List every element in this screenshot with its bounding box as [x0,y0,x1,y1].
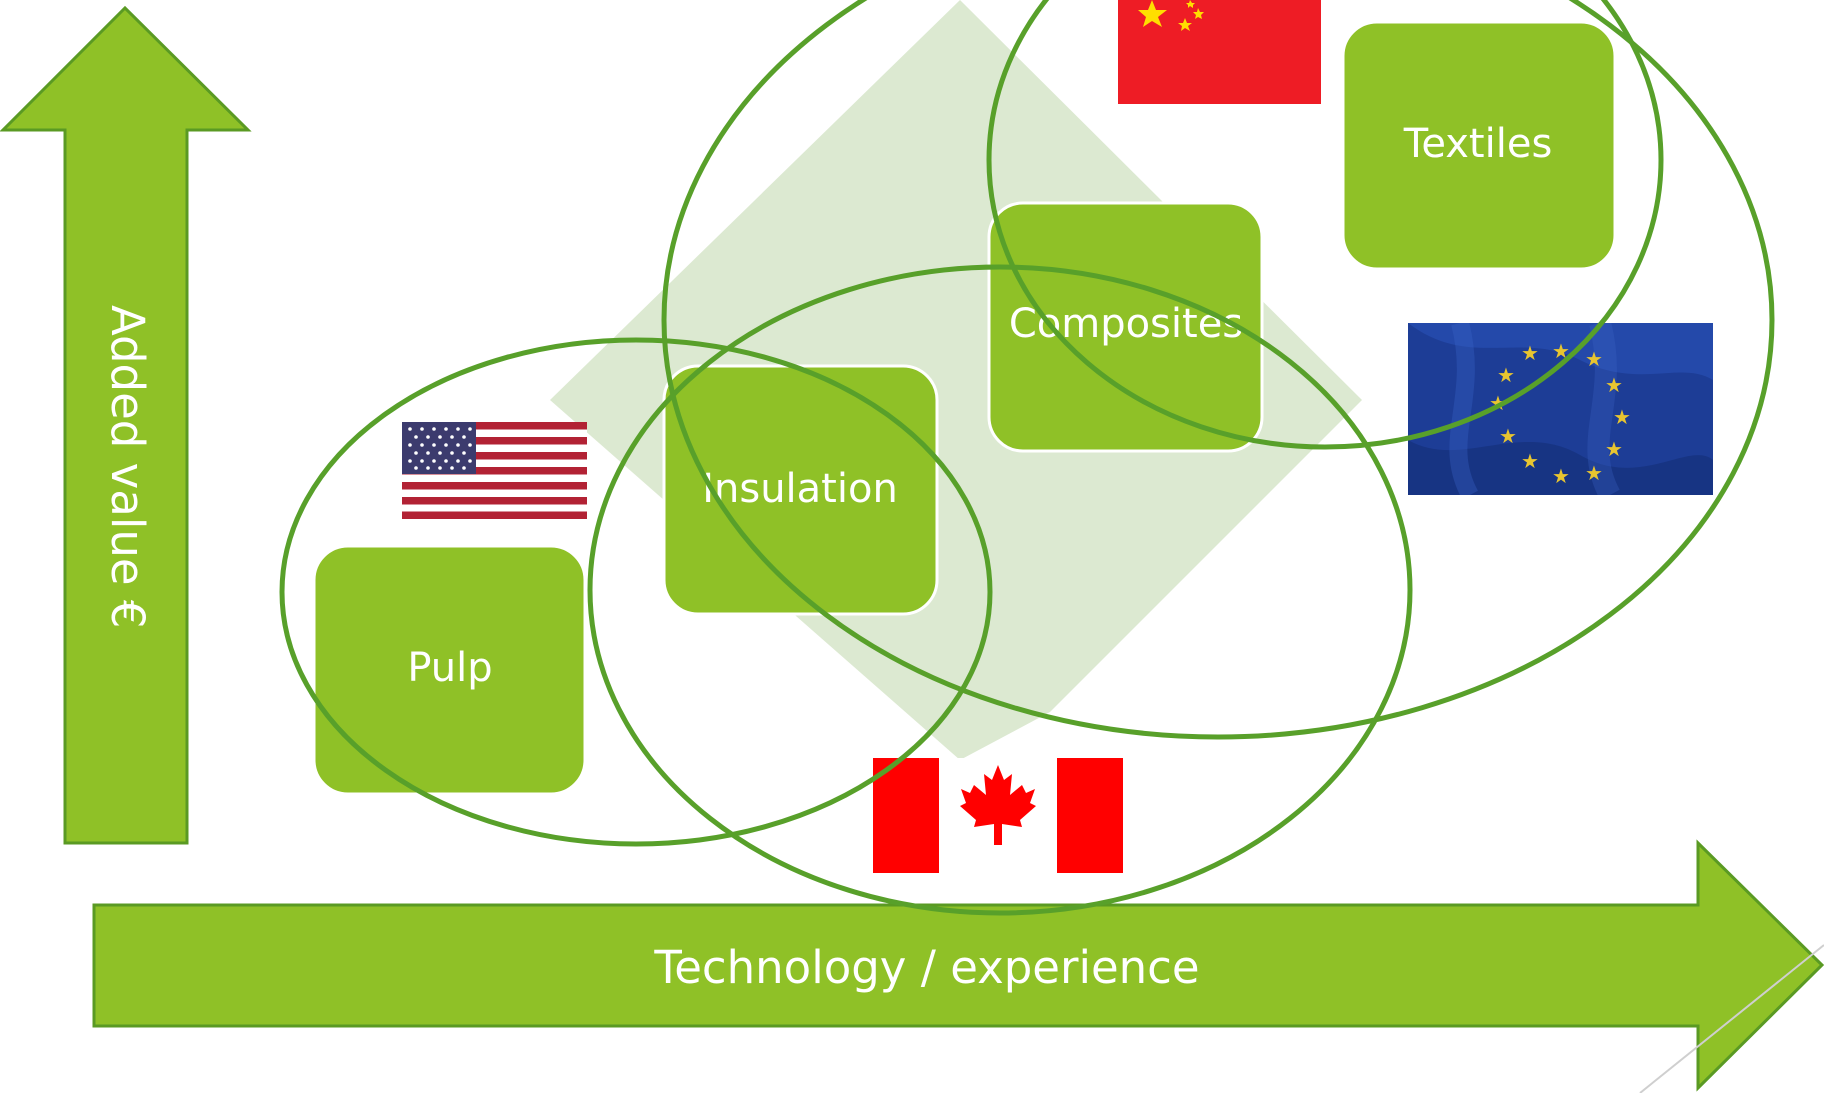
x-axis-arrow: Technology / experience [92,839,1824,1092]
box-insulation: Insulation [662,364,939,616]
svg-text:★: ★ [1521,341,1539,365]
x-axis-label: Technology / experience [653,941,1199,994]
y-axis-label: Added value € [101,305,154,629]
box-composites-label: Composites [1009,301,1243,347]
ellipse-eu-group [661,0,1775,740]
svg-text:★: ★ [1552,464,1570,488]
ellipse-usa-group [279,337,993,847]
svg-text:★: ★ [1605,437,1623,461]
box-insulation-label: Insulation [702,466,898,512]
decorative-line [1639,944,1824,1094]
y-axis-arrow: Added value € [0,5,252,845]
svg-text:★: ★ [1497,363,1515,387]
usa-flag-icon [402,422,587,519]
box-pulp: Pulp [312,544,587,796]
svg-text:★: ★ [1552,339,1570,363]
box-textiles: Textiles [1341,20,1617,271]
china-flag-icon [1118,0,1321,104]
box-pulp-label: Pulp [407,645,492,691]
svg-text:★: ★ [1613,405,1631,429]
svg-text:★: ★ [1585,347,1603,371]
box-composites: Composites [987,201,1264,453]
svg-text:★: ★ [1499,424,1517,448]
svg-text:★: ★ [1605,373,1623,397]
box-textiles-label: Textiles [1403,121,1553,167]
ellipse-china-group [986,0,1664,450]
svg-text:★: ★ [1521,449,1539,473]
canada-flag-icon [870,758,1126,897]
ellipse-canada-group [587,264,1413,916]
eu-flag-icon: ★ ★ ★ ★ ★ ★ ★ ★ ★ ★ ★ ★ [1408,323,1713,495]
svg-text:★: ★ [1585,461,1603,485]
